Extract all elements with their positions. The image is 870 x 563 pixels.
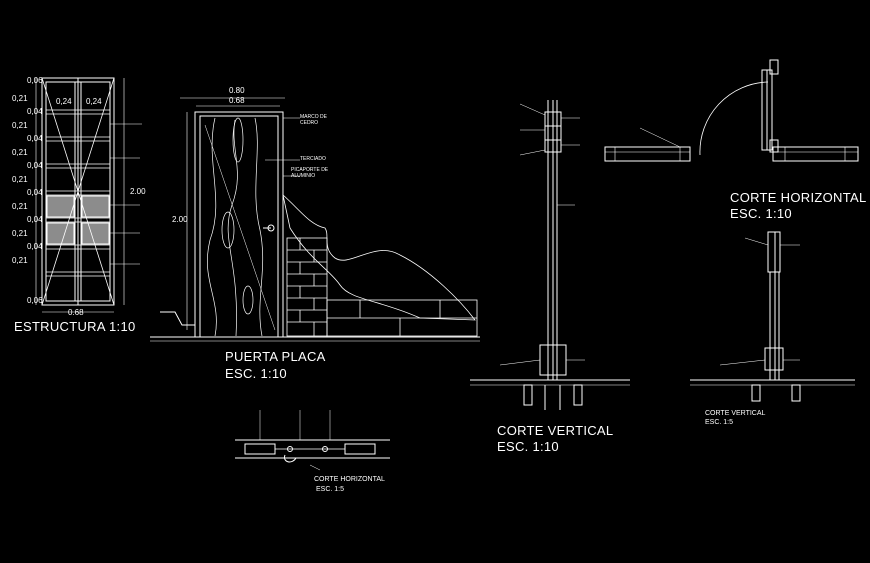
left-dim: 0,21: [12, 94, 28, 103]
annotation-leaders: [259, 103, 800, 471]
corte-vertical-small: [690, 231, 855, 402]
door-width-outer: 0.80: [229, 86, 245, 95]
label-terciado: TERCIADO: [300, 156, 326, 162]
door-width-inner: 0.68: [229, 96, 245, 105]
left-dim: 0,04: [27, 215, 43, 224]
left-dim: 0,04: [27, 107, 43, 116]
label-picaporte: PICAPORTE DE ALUMINIO: [291, 167, 329, 179]
left-dim: 0,04: [27, 134, 43, 143]
left-dim: 0,21: [12, 121, 28, 130]
left-dim: 0,06: [27, 296, 43, 305]
title-corte-horizontal-small: CORTE HORIZONTAL: [314, 476, 385, 483]
left-dim: 0,04: [27, 242, 43, 251]
bottom-dim: 0.68: [68, 308, 84, 317]
title-corte-horizontal-scale: ESC. 1:10: [730, 206, 792, 221]
label-marco: MARCO DE CEDRO: [300, 114, 327, 126]
title-corte-vertical-scale: ESC. 1:10: [497, 439, 559, 454]
left-dim: 0,21: [12, 175, 28, 184]
title-corte-vertical-small-scale: ESC. 1:5: [705, 419, 734, 426]
left-dim: 0,04: [27, 161, 43, 170]
corte-horizontal-large: [699, 59, 859, 162]
estructura-frame: [35, 77, 125, 313]
title-corte-horizontal-small-scale: ESC. 1:5: [316, 486, 345, 493]
title-corte-horizontal: CORTE HORIZONTAL: [730, 190, 867, 205]
title-corte-vertical: CORTE VERTICAL: [497, 423, 614, 438]
left-dim: 0,21: [12, 202, 28, 211]
left-dim: 0,21: [12, 229, 28, 238]
corte-vertical-large: [470, 100, 630, 410]
left-dim: 0,04: [27, 188, 43, 197]
corte-horizontal-strip: [604, 146, 691, 162]
top-dim-left: 0,24: [56, 97, 72, 106]
left-dim: 0,06: [27, 76, 43, 85]
title-puerta-placa-scale: ESC. 1:10: [225, 366, 287, 381]
left-dim: 0,21: [12, 256, 28, 265]
title-corte-vertical-small: CORTE VERTICAL: [705, 410, 766, 417]
corte-horizontal-small: [235, 439, 390, 463]
title-puerta-placa: PUERTA PLACA: [225, 349, 326, 364]
top-dim-right: 0,24: [86, 97, 102, 106]
right-dim: 2.00: [130, 187, 146, 196]
title-estructura: ESTRUCTURA 1:10: [14, 319, 136, 334]
estructura-callouts: [110, 123, 142, 265]
door-height: 2.00: [172, 215, 188, 224]
wall-section: [282, 193, 478, 337]
left-dim: 0,21: [12, 148, 28, 157]
puerta-placa: [150, 97, 480, 342]
